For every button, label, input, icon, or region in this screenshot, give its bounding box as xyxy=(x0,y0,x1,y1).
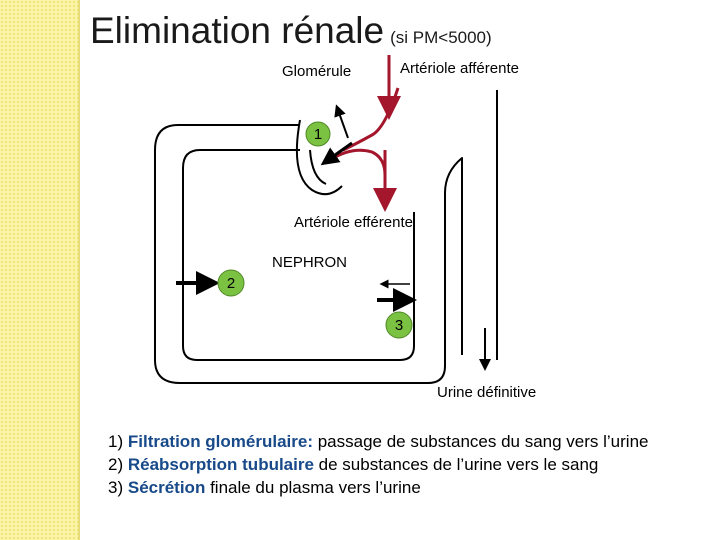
proximal-tubule-inner xyxy=(182,149,415,361)
step-2-label: 2 xyxy=(227,275,235,292)
step-2-marker: 2 xyxy=(217,269,245,297)
legend-item-secretion: 3) Sécrétion finale du plasma vers l’uri… xyxy=(108,476,698,499)
legend-text: passage de substances du sang vers l’uri… xyxy=(313,432,649,451)
title-main: Elimination rénale xyxy=(90,10,385,51)
legend-term: Filtration glomérulaire: xyxy=(127,432,313,451)
nephron-diagram: 1 2 3 xyxy=(154,55,498,384)
glomerule-label: Glomérule xyxy=(282,63,352,80)
legend-item-filtration: 1) Filtration glomérulaire: passage de s… xyxy=(108,430,698,453)
legend-item-reabsorption: 2) Réabsorption tubulaire de substances … xyxy=(108,453,698,476)
legend-num: 2) xyxy=(108,455,124,474)
afferent-arteriole xyxy=(342,55,401,152)
step-1-marker: 1 xyxy=(305,121,331,147)
decorative-sidebar xyxy=(0,0,78,540)
collecting-duct xyxy=(444,157,463,355)
legend: 1) Filtration glomérulaire: passage de s… xyxy=(108,430,698,499)
bowman-capsule xyxy=(295,119,343,196)
step-1-label: 1 xyxy=(314,126,322,143)
nephron-tubule xyxy=(154,90,498,384)
bowman-capsule-inner xyxy=(309,149,327,185)
legend-text: finale du plasma vers l’urine xyxy=(205,478,421,497)
legend-num: 1) xyxy=(108,432,124,451)
urine-label: Urine définitive xyxy=(437,384,537,401)
filtration-arrow-up xyxy=(334,104,349,139)
proximal-tubule-outer xyxy=(154,124,446,384)
legend-text: de substances de l’urine vers le sang xyxy=(313,455,599,474)
nephron-label: NEPHRON xyxy=(272,254,348,271)
legend-num: 3) xyxy=(108,478,124,497)
sidebar-border xyxy=(78,0,80,540)
legend-term: Sécrétion xyxy=(127,478,206,497)
afferent-arteriole-label: Artériole afférente xyxy=(400,60,519,77)
slide-title: Elimination rénale (si PM<5000) xyxy=(90,10,492,52)
step-3-label: 3 xyxy=(395,317,403,334)
title-subtitle: (si PM<5000) xyxy=(390,28,492,47)
legend-term: Réabsorption tubulaire xyxy=(127,455,314,474)
step-3-marker: 3 xyxy=(385,311,413,339)
efferent-arteriole-label: Artériole efférente xyxy=(294,214,413,231)
efferent-arteriole xyxy=(329,148,397,212)
filtration-arrow-down xyxy=(320,141,353,166)
